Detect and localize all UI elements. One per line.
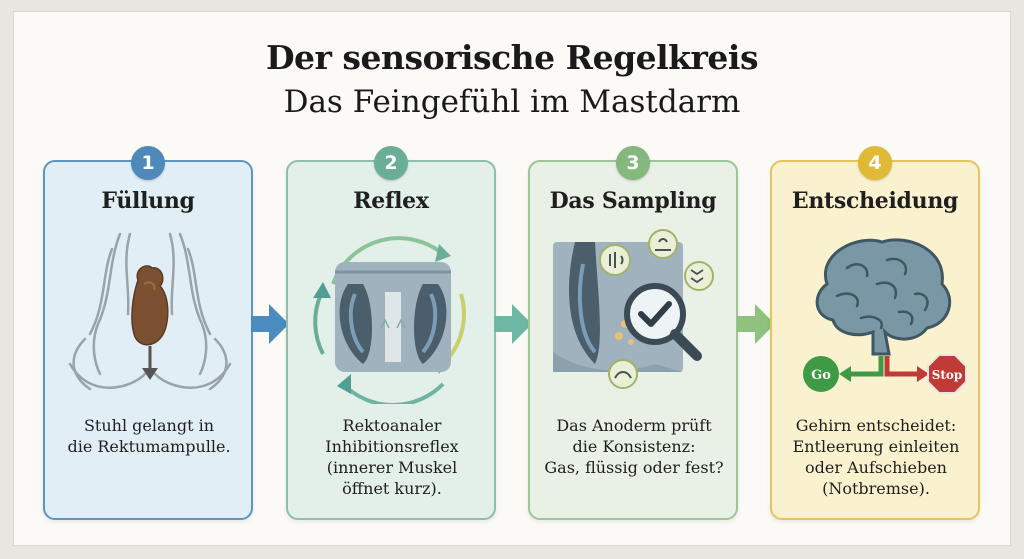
reflex-cycle-illustration bbox=[313, 236, 466, 404]
step-description: Stuhl gelangt in die Rektumampulle. bbox=[67, 416, 231, 456]
stop-sign-icon bbox=[927, 354, 967, 394]
step-number-badge: 1 bbox=[131, 146, 165, 180]
step-card-fuellung: 1 Füllung Stuhl gelangt in die Rektumamp… bbox=[43, 146, 253, 520]
stool-icon bbox=[131, 265, 169, 346]
step-card-sampling: 3 Das Sampling Das Anoderm p bbox=[528, 146, 738, 520]
arrow-right-icon bbox=[251, 304, 289, 344]
step-title: Entscheidung bbox=[791, 188, 959, 214]
step-title: Füllung bbox=[101, 188, 195, 214]
arrow-down-icon bbox=[142, 368, 158, 380]
main-title: Der sensorische Regelkreis bbox=[265, 38, 759, 77]
step-description: Gehirn entscheidet: Entleerung einleiten… bbox=[792, 416, 960, 498]
gas-bubbles-icon bbox=[648, 229, 678, 259]
arrow-right-icon bbox=[494, 304, 532, 344]
step-card-reflex: 2 Reflex Rektoanaler Inhibitionsreflex (… bbox=[286, 146, 496, 520]
step-title: Reflex bbox=[353, 188, 429, 214]
go-label: Go bbox=[811, 368, 831, 383]
step-number-badge: 2 bbox=[374, 146, 408, 180]
step-number-badge: 3 bbox=[616, 146, 650, 180]
step-description: Rektoanaler Inhibitionsreflex (innerer M… bbox=[325, 416, 459, 498]
main-subtitle: Das Feingefühl im Mastdarm bbox=[283, 84, 741, 120]
step-title: Das Sampling bbox=[549, 188, 717, 214]
sensor-icon bbox=[599, 244, 631, 276]
magnifier-check-icon bbox=[624, 283, 702, 361]
consistency-icon bbox=[608, 359, 638, 389]
step-card-entscheidung: 4 Entscheidung Go Stop Gehirn entscheide… bbox=[770, 146, 980, 520]
brain-icon bbox=[815, 238, 952, 356]
brain-decision-illustration: Go Stop bbox=[803, 238, 967, 394]
step-description: Das Anoderm prüft die Konsistenz: Gas, f… bbox=[544, 416, 724, 477]
step-number-badge: 4 bbox=[858, 146, 892, 180]
sampling-illustration bbox=[553, 229, 714, 389]
rectum-filling-illustration bbox=[68, 232, 232, 391]
stop-label: Stop bbox=[932, 368, 963, 382]
texture-icon bbox=[684, 261, 714, 291]
go-circle-icon bbox=[803, 356, 839, 392]
arrow-right-icon bbox=[737, 304, 775, 344]
